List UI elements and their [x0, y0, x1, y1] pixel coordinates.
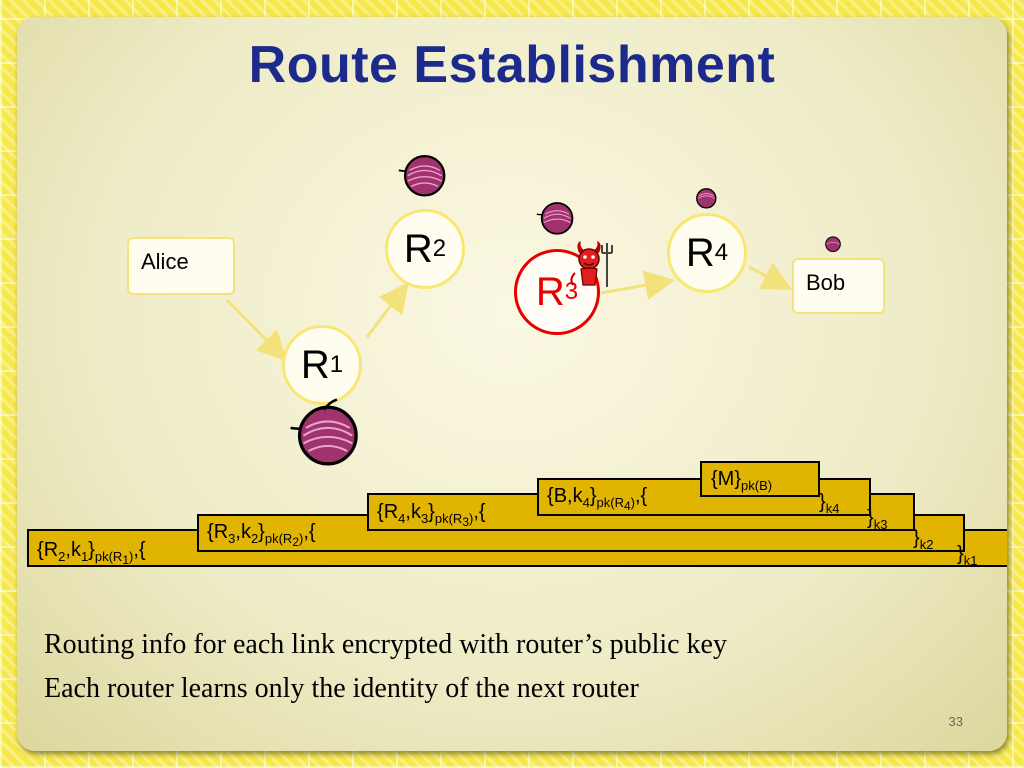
l4-pksub: 4 — [623, 499, 631, 513]
bob-box: Bob — [792, 258, 885, 314]
onion-icon-smaller — [696, 188, 717, 209]
l2-pksub: 2 — [292, 535, 299, 549]
l1-pksub: 1 — [122, 553, 129, 567]
l4-tail: ,{ — [635, 485, 648, 507]
l4-comma: , — [567, 485, 573, 507]
arrow-alice-r1 — [225, 298, 288, 362]
l2-pkend: ) — [299, 531, 304, 546]
l3-close: } — [867, 507, 874, 529]
bullet-1: Routing info for each link encrypted wit… — [44, 629, 727, 660]
l4-id: B — [553, 485, 568, 507]
l3-rb: } — [428, 501, 435, 523]
devil-icon — [570, 241, 613, 287]
l3-key: k — [410, 501, 421, 523]
l4-lb: { — [547, 485, 554, 507]
l1-rb: } — [88, 539, 95, 561]
l2-tail: ,{ — [303, 521, 316, 543]
layer-r3-text: {R4,k3}pk(R3),{ — [377, 501, 486, 529]
bullet-2: Each router learns only the identity of … — [44, 673, 639, 704]
l3-lb: { — [377, 501, 384, 523]
l1-comma: , — [65, 539, 71, 561]
l1-tail: ,{ — [133, 539, 146, 561]
router-r1-letter: R — [300, 342, 330, 387]
l2-keysub: 2 — [250, 531, 259, 546]
bullet-list: Routing info for each link encrypted wit… — [44, 623, 727, 711]
l2-idsub: 3 — [228, 531, 236, 546]
l2-lb: { — [207, 521, 214, 543]
router-r2-sub: 2 — [432, 235, 447, 262]
onion-icon-medium — [398, 155, 446, 197]
arrow-r4-bob — [748, 262, 793, 290]
l2-pk: pk(R — [264, 531, 293, 546]
l1-closesub: k1 — [963, 553, 978, 568]
arrow-r3-r4 — [600, 270, 675, 300]
l2-closesub: k2 — [919, 537, 934, 552]
l1-idsub: 2 — [58, 549, 66, 564]
route-arrows — [225, 262, 793, 362]
l4-close: } — [819, 491, 826, 513]
layer-r2-close: }k2 — [913, 527, 933, 552]
layer-r1-close: }k1 — [957, 543, 977, 568]
l4-keysub: 4 — [582, 495, 590, 510]
l1-keysub: 1 — [80, 549, 89, 564]
l4-pk: pk(R — [596, 495, 624, 510]
l3-comma: , — [405, 501, 411, 523]
l1-close: } — [957, 543, 964, 565]
bob-label: Bob — [806, 270, 846, 295]
layer-bob — [700, 461, 820, 497]
l1-pkend: ) — [129, 549, 134, 564]
l1-id: R — [43, 539, 59, 561]
router-r2-letter: R — [403, 226, 433, 271]
router-r4-sub: 4 — [714, 239, 729, 266]
router-r3-letter: R — [535, 269, 565, 314]
layer-r3-close: }k3 — [867, 507, 887, 532]
slide-title: Route Establishment — [248, 36, 776, 94]
layer-r4-text: {B,k4}pk(R4),{ — [547, 485, 647, 513]
l4-pkend: ) — [630, 495, 635, 510]
l5-sub: pk(B) — [741, 478, 773, 493]
layer-r1-text: {R2,k1}pk(R1),{ — [37, 539, 146, 567]
l2-id: R — [213, 521, 229, 543]
alice-label: Alice — [141, 249, 189, 274]
l3-pk: pk(R — [434, 511, 463, 526]
l3-tail: ,{ — [473, 501, 486, 523]
l2-rb: } — [258, 521, 265, 543]
l4-key: k — [572, 485, 583, 507]
alice-box: Alice — [127, 237, 235, 295]
onion-icon-large — [290, 398, 358, 466]
l1-lb: { — [37, 539, 44, 561]
l3-keysub: 3 — [420, 511, 429, 526]
l2-comma: , — [235, 521, 241, 543]
arrow-r1-r2 — [365, 282, 409, 338]
l2-close: } — [913, 527, 920, 549]
l3-id: R — [383, 501, 399, 523]
router-r3-sub: 3 — [564, 278, 579, 305]
layer-r4-close: }k4 — [819, 491, 839, 516]
layer-r2-text: {R3,k2}pk(R2),{ — [207, 521, 316, 549]
router-r4-letter: R — [685, 230, 715, 275]
router-r1-sub: 1 — [329, 351, 344, 378]
page-number: 33 — [948, 714, 963, 729]
l4-closesub: k4 — [825, 501, 840, 516]
onion-icon-small — [536, 202, 574, 235]
l3-idsub: 4 — [398, 511, 406, 526]
l1-pk: pk(R — [94, 549, 123, 564]
l3-pkend: ) — [469, 511, 474, 526]
l4-rb: } — [589, 485, 597, 507]
layer-bob-text: {M}pk(B) — [711, 468, 772, 493]
l1-key: k — [70, 539, 81, 561]
l3-pksub: 3 — [462, 515, 469, 529]
onion-icon-smallest — [825, 236, 841, 252]
l2-key: k — [240, 521, 251, 543]
l3-closesub: k3 — [873, 517, 888, 532]
l5-text: {M} — [711, 468, 742, 490]
